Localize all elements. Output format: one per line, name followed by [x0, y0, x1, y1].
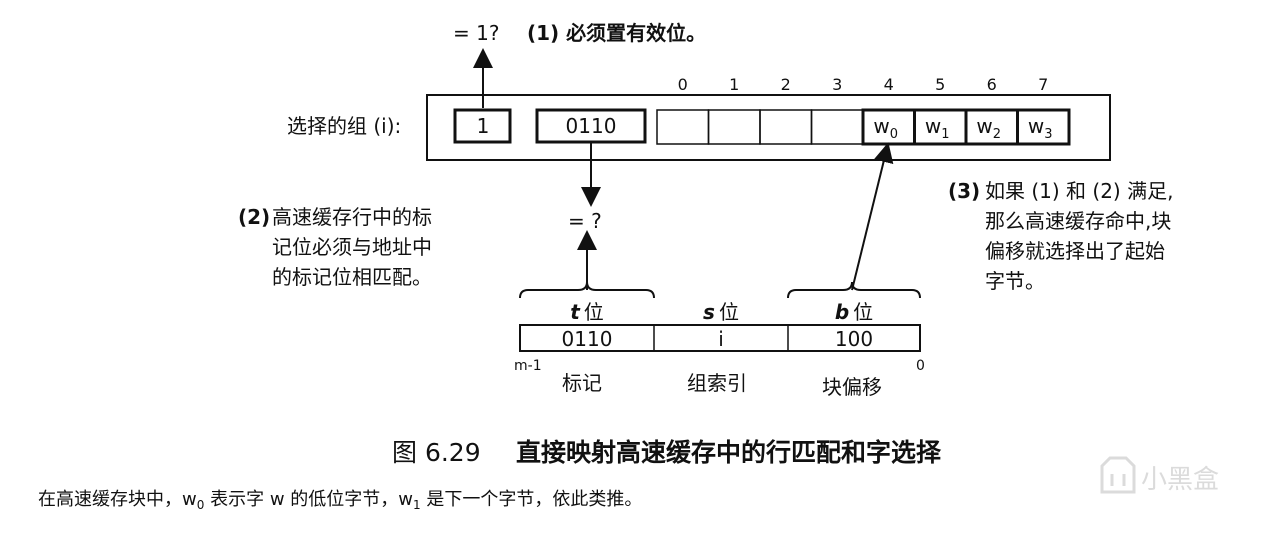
address-msb-label: m-1	[514, 358, 542, 374]
tag-compare-note-line: 记位必须与地址中	[272, 235, 432, 259]
valid-bit-value: 1	[477, 114, 490, 138]
block-byte-cell	[707, 109, 761, 145]
word-base: w	[976, 114, 992, 138]
watermark: 小黑盒	[1100, 456, 1219, 495]
selected-set-container	[426, 94, 1111, 161]
word-subscript: 1	[941, 127, 949, 142]
footnote-part: 是下一个字节，依此类推。	[421, 489, 643, 510]
word-subscript: 0	[890, 127, 898, 142]
block-word-label: w0	[873, 114, 898, 142]
address-lsb-label: 0	[916, 358, 925, 374]
s-field-unit: 位	[719, 300, 739, 324]
block-byte-index: 3	[832, 75, 842, 94]
block-word-label: w1	[925, 114, 950, 142]
footnote-part: 表示字 w 的低位字节，	[204, 489, 398, 510]
block-byte-index: 6	[987, 75, 997, 94]
block-byte-index: 7	[1038, 75, 1048, 94]
t-field-unit: 位	[584, 300, 604, 324]
hit-note-line: 如果 (1) 和 (2) 满足,	[985, 179, 1173, 203]
selected-set-label: 选择的组 (i):	[287, 114, 401, 138]
valid-check-label: = 1?	[453, 21, 499, 45]
tag-compare-note-line: 的标记位相匹配。	[272, 265, 432, 289]
hit-note-line: 偏移就选择出了起始	[985, 239, 1165, 263]
block-byte-cell	[656, 109, 710, 145]
footnote-w0: w	[182, 489, 197, 510]
t-field-value: 0110	[562, 327, 613, 351]
tag-compare-note-line: 高速缓存行中的标	[272, 205, 432, 229]
block-byte-index: 4	[884, 75, 894, 94]
block-word-label: w2	[976, 114, 1001, 142]
block-byte-index: 2	[781, 75, 791, 94]
b-field-unit: 位	[853, 300, 873, 324]
t-field-caption: 标记	[562, 371, 602, 395]
word-subscript: 3	[1044, 127, 1052, 142]
b-field-caption: 块偏移	[822, 375, 882, 399]
word-subscript: 2	[993, 127, 1001, 142]
block-word-label: w3	[1028, 114, 1053, 142]
s-field-value: i	[718, 327, 724, 351]
s-field-caption: 组索引	[687, 371, 747, 395]
block-byte-cell	[810, 109, 864, 145]
b-field-value: 100	[835, 327, 873, 351]
tag-value: 0110	[566, 114, 617, 138]
tag-compare-note-number: (2)	[238, 205, 270, 229]
block-offset-arrow	[851, 142, 894, 291]
figure-title: 直接映射高速缓存中的行匹配和字选择	[516, 438, 942, 467]
block-byte-cell	[759, 109, 813, 145]
b-field-letter: b	[835, 300, 849, 324]
s-field-letter: s	[703, 300, 715, 324]
footnote-w1-subscript: 1	[413, 498, 421, 512]
block-byte-index: 5	[935, 75, 945, 94]
address-bar	[519, 324, 921, 352]
valid-check-note: (1) 必须置有效位。	[527, 21, 706, 45]
hit-note-line: 字节。	[985, 269, 1045, 293]
block-byte-cell	[1016, 108, 1071, 146]
footnote-w0-subscript: 0	[197, 498, 205, 512]
watermark-text: 小黑盒	[1141, 465, 1219, 495]
hit-note-line: 那么高速缓存命中,块	[985, 209, 1171, 233]
valid-bit-box	[453, 108, 512, 144]
word-base: w	[925, 114, 941, 138]
footnote-w1: w	[398, 489, 413, 510]
figure-number: 图 6.29	[392, 438, 481, 467]
hit-note-number: (3)	[948, 179, 980, 203]
block-byte-index: 0	[678, 75, 688, 94]
block-byte-indices: 0 1 2 3 4 5 6 7	[678, 75, 1049, 94]
footnote: 在高速缓存块中，w0 表示字 w 的低位字节，w1 是下一个字节，依此类推。	[38, 489, 642, 512]
b-field-brace	[787, 281, 921, 299]
watermark-logo-icon	[1100, 456, 1136, 494]
word-base: w	[873, 114, 889, 138]
word-base: w	[1028, 114, 1044, 138]
tag-compare-label: = ?	[568, 209, 602, 233]
footnote-part: 在高速缓存块中，	[38, 489, 182, 510]
block-byte-index: 1	[729, 75, 739, 94]
t-field-letter: t	[570, 300, 581, 324]
t-field-brace	[519, 281, 655, 299]
